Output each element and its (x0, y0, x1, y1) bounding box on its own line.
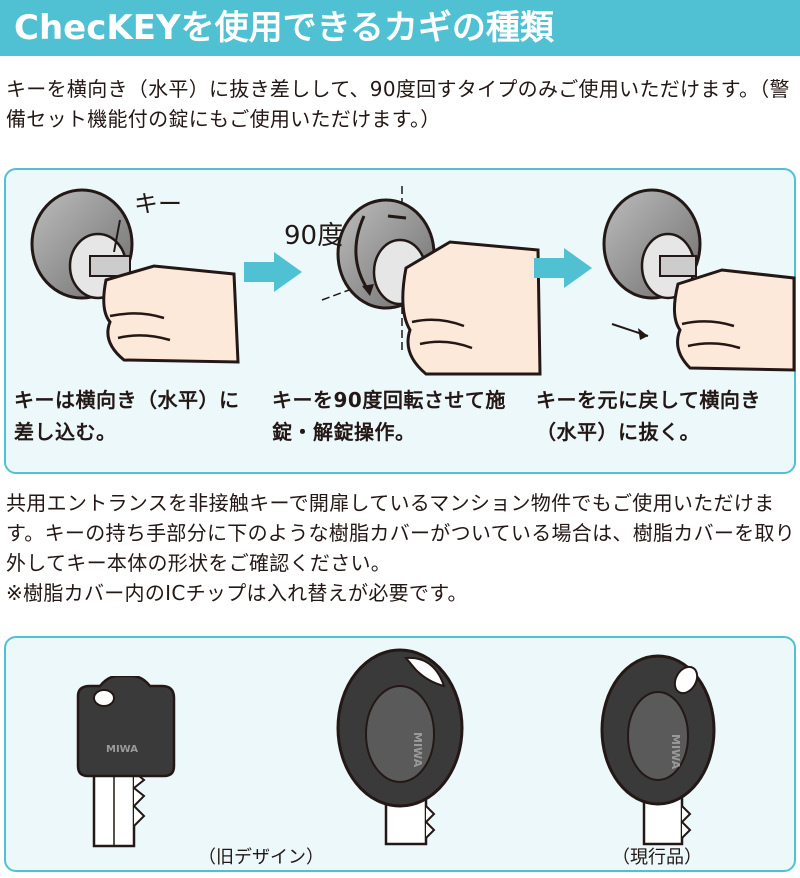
brand-label: MIWA (411, 732, 424, 768)
hand (673, 268, 796, 372)
step2-caption: キーを90度回転させて施錠・解錠操作。 (272, 388, 506, 444)
step3-illustration (602, 188, 796, 372)
step3-caption: キーを元に戻して横向き（水平）に抜く。 (536, 388, 761, 444)
step-arrow-1 (244, 252, 302, 292)
step2-illustration: 90度 (284, 186, 542, 376)
rotation-arrow-icon (354, 215, 370, 291)
step1-illustration: キー (30, 188, 240, 364)
hand (401, 240, 542, 376)
current-key-illustration: MIWA (600, 654, 716, 846)
note-remark: ※樹脂カバー内のICチップは入れ替えが必要です。 (6, 581, 468, 605)
angle-label: 90度 (284, 221, 343, 251)
page-title: ChecKEYを使用できるカギの種類 (14, 8, 554, 48)
note-paragraph: 共用エントランスを非接触キーで開扉しているマンション物件でもご使用いただけます。… (6, 491, 796, 575)
old-design-caption: （旧デザイン） (198, 847, 324, 868)
plain-key-illustration: MIWA (76, 676, 176, 848)
compatibility-note: 共用エントランスを非接触キーで開扉しているマンション物件でもご使用いただけます。… (6, 488, 796, 608)
brand-label: MIWA (106, 744, 138, 755)
old-design-key-illustration: MIWA (336, 648, 464, 846)
step1-caption: キーは横向き（水平）に差し込む。 (14, 388, 240, 444)
header-bar: ChecKEYを使用できるカギの種類 (0, 0, 800, 56)
brand-label: MIWA (669, 734, 682, 770)
step-arrow-2 (534, 248, 592, 288)
key-label: キー (134, 190, 182, 218)
intro-text: キーを横向き（水平）に抜き差しして、90度回すタイプのみご使用いただけます。（警… (6, 77, 790, 131)
hand (102, 264, 240, 364)
current-caption: （現行品） (612, 847, 702, 868)
